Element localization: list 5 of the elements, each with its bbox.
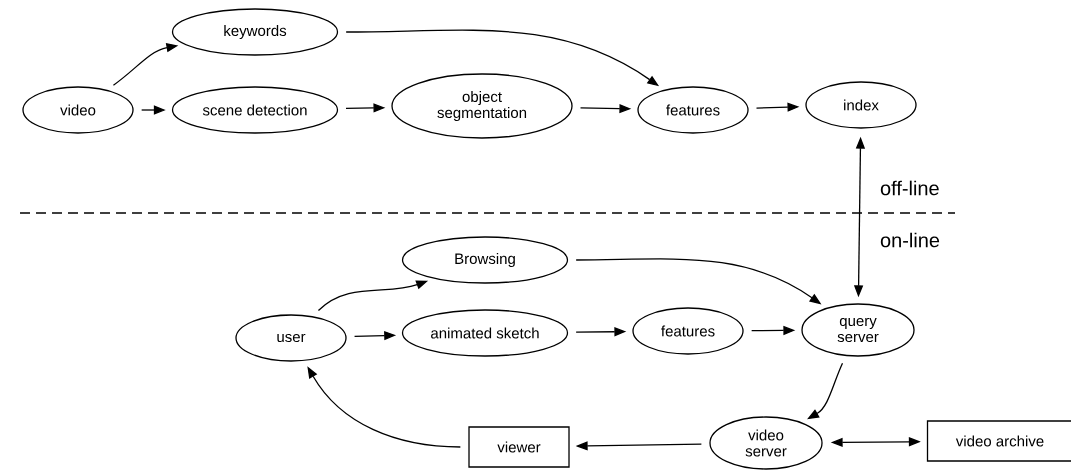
- process-box: video archive: [926, 420, 1071, 462]
- arrow: [807, 362, 844, 420]
- process-box: viewer: [468, 426, 570, 468]
- mode-label: on-line: [880, 232, 940, 248]
- mode-label: off-line: [880, 180, 939, 196]
